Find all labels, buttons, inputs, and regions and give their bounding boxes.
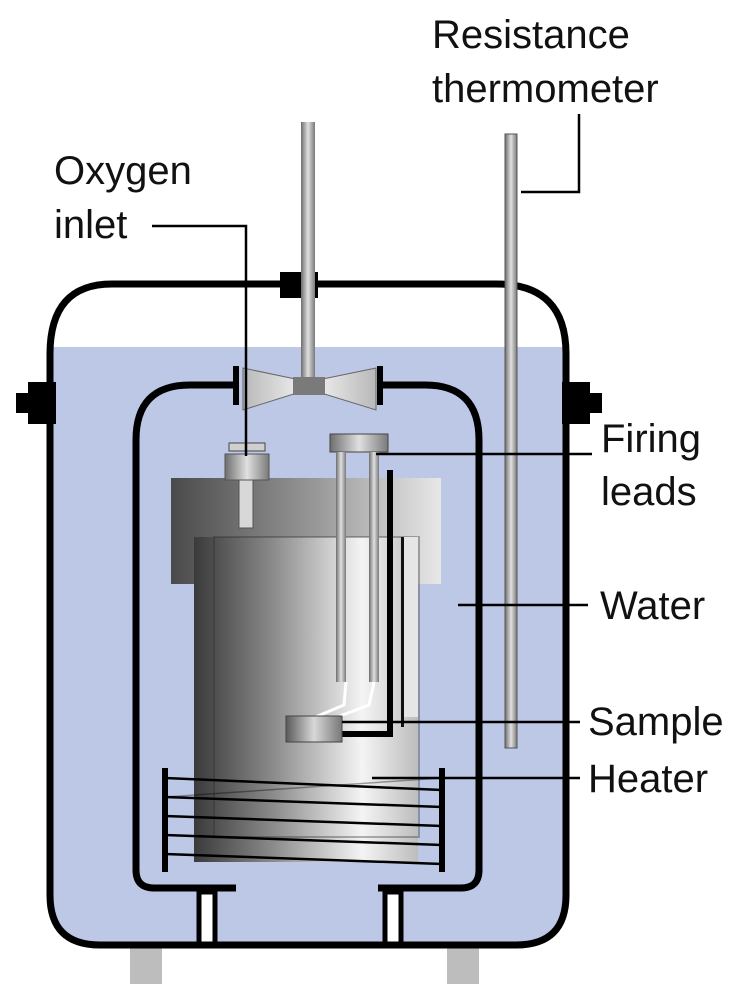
label-oxygen-line1: Oxygen xyxy=(54,149,192,193)
label-heater: Heater xyxy=(588,757,708,801)
leader-resistance-thermometer xyxy=(521,114,581,194)
firing-lead-electrodes xyxy=(312,433,393,737)
support-tubes xyxy=(196,889,404,947)
left-foot xyxy=(130,948,162,984)
sample-cup xyxy=(285,715,343,743)
label-firing-line2: leads xyxy=(601,470,697,514)
heater-coil xyxy=(162,768,445,872)
label-water: Water xyxy=(600,584,705,628)
labels: Resistance thermometer Oxygen inlet Firi… xyxy=(54,13,724,801)
stirrer-shaft xyxy=(301,122,315,386)
right-foot xyxy=(447,948,479,984)
calorimeter-feet xyxy=(130,948,479,984)
bomb-cylinder xyxy=(194,537,418,862)
thermometer-probe xyxy=(504,133,518,749)
label-firing-line1: Firing xyxy=(601,417,701,461)
leader-lines xyxy=(152,114,592,780)
label-oxygen-line2: inlet xyxy=(54,203,127,247)
label-resistance-line2: thermometer xyxy=(432,67,659,111)
leader-oxygen-inlet xyxy=(152,224,248,456)
outer-vessel xyxy=(46,280,570,949)
stirrer xyxy=(242,122,377,411)
label-sample: Sample xyxy=(588,700,724,744)
label-resistance-line1: Resistance xyxy=(432,13,630,57)
side-clamps xyxy=(16,382,602,424)
inner-container xyxy=(132,366,483,892)
